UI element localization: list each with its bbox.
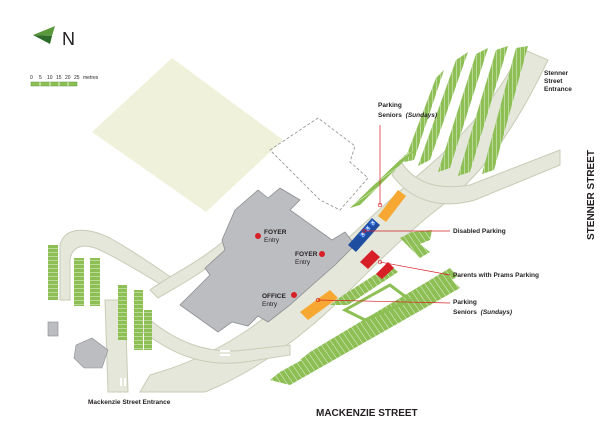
prams-parking-label: Parents with Prams Parking [453, 272, 539, 279]
office-entry-marker[interactable] [291, 292, 297, 298]
parking-row [482, 46, 528, 174]
parking-row [74, 258, 84, 306]
parking-row [400, 230, 432, 248]
parking-row [90, 258, 100, 306]
scale-tick: 25 [74, 75, 80, 81]
office-entry-label: OFFICE Entry [262, 293, 288, 308]
south-service-road [139, 319, 291, 364]
stenner-entrance-label: Stenner Street Entrance [544, 70, 572, 93]
mackenzie-entrance-label: Mackenzie Street Entrance [88, 399, 171, 406]
seniors-parking-label: Parking Seniors (Sundays) [378, 102, 437, 119]
foyer-entry-marker[interactable] [255, 233, 261, 239]
parking-row [418, 52, 468, 166]
crosswalk [120, 40, 534, 386]
seniors-parking-label: Parking Seniors (Sundays) [453, 299, 512, 316]
parking-row [410, 244, 430, 258]
building-outline-dashed [269, 117, 369, 211]
scale-bar: 0 5 10 15 20 25 metres [30, 75, 99, 87]
leader-lines [317, 125, 451, 304]
foyer-entry-marker[interactable] [319, 251, 325, 257]
parking-row [438, 48, 488, 172]
house [73, 337, 109, 369]
foyer-entry-label: FOYER Entry [295, 251, 319, 266]
disabled-parking-label: Disabled Parking [453, 228, 506, 235]
foyer-entry-label: FOYER Entry [264, 229, 288, 244]
disabled-parking-bays [348, 218, 380, 252]
north-label: N [62, 29, 75, 49]
scale-tick: 10 [47, 75, 53, 81]
parking-row [300, 268, 458, 364]
seniors-parking-bottom [300, 290, 338, 320]
parking-row [404, 70, 444, 162]
scale-tick: 20 [65, 75, 71, 81]
prams-parking-bays [360, 250, 380, 269]
scale-tick: 5 [39, 75, 42, 81]
parking-row [144, 310, 152, 350]
parking-row [48, 245, 58, 300]
sports-field [92, 58, 283, 212]
prams-parking-bays [376, 262, 394, 279]
stenner-street-label: STENNER STREET [586, 150, 597, 240]
mackenzie-street-label: MACKENZIE STREET [316, 408, 418, 419]
scale-tick: 15 [56, 75, 62, 81]
garden-bed [341, 283, 413, 322]
svg-text:0 5 10 15: 0 5 10 15 20 25 metres [30, 75, 99, 81]
parking-row [118, 285, 127, 340]
church-building [179, 187, 356, 333]
seniors-parking-top [378, 190, 406, 222]
parking-row [134, 290, 143, 350]
scale-unit: metres [83, 75, 99, 81]
parking-row [350, 150, 415, 208]
shed [47, 321, 59, 337]
north-arrow: N [33, 26, 75, 49]
parking-row [458, 46, 508, 176]
north-east-road [391, 149, 561, 205]
scale-tick: 0 [30, 75, 33, 81]
